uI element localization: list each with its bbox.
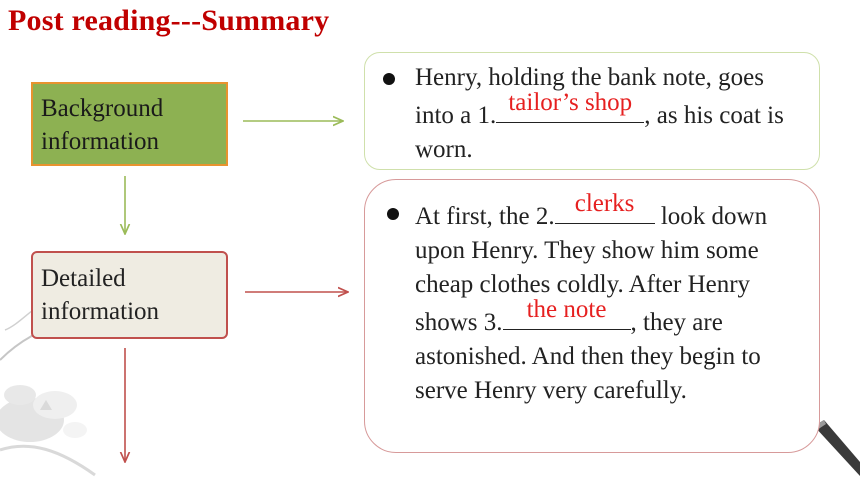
background-information-box: Background information bbox=[31, 82, 228, 166]
blank-2: clerks bbox=[554, 190, 655, 224]
answer-3: the note bbox=[526, 296, 607, 323]
blank-3: the note bbox=[502, 296, 631, 330]
summary-text-part: , as his coat is worn. bbox=[415, 102, 784, 163]
background-summary-text: Henry, holding the bank note, goes into … bbox=[415, 61, 807, 167]
detailed-summary-text: At first, the 2. clerks look down upon He… bbox=[415, 190, 807, 408]
summary-text-part: Henry, holding the bank note, goes into … bbox=[415, 64, 764, 129]
summary-text-part: , they are astonished. And then they beg… bbox=[415, 309, 761, 404]
detailed-summary-panel: At first, the 2. clerks look down upon He… bbox=[364, 179, 820, 453]
background-summary-panel: Henry, holding the bank note, goes into … bbox=[364, 52, 820, 170]
bullet-dot-icon bbox=[387, 208, 399, 220]
answer-1: tailor’s shop bbox=[508, 89, 633, 116]
answer-2: clerks bbox=[574, 190, 635, 217]
slide-title: Post reading---Summary bbox=[8, 4, 330, 37]
blank-1: tailor’s shop bbox=[496, 89, 645, 123]
summary-text-part: At first, the 2. bbox=[415, 203, 555, 230]
detailed-information-box: Detailed information bbox=[31, 251, 228, 339]
summary-text-part: look down upon Henry. They show him some… bbox=[415, 203, 768, 336]
bullet-dot-icon bbox=[383, 73, 395, 85]
